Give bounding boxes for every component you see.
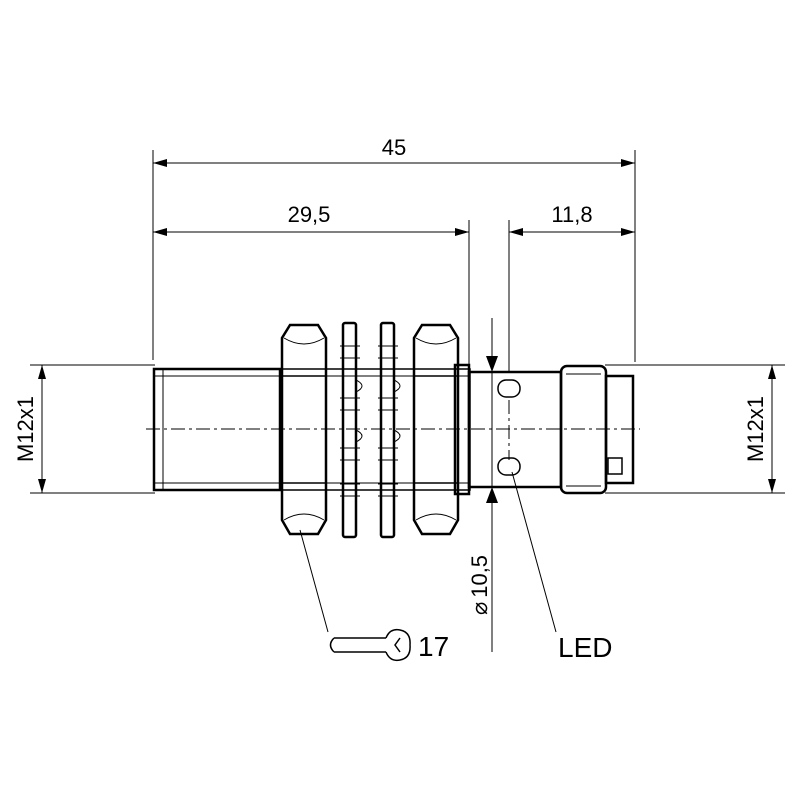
thread-length-label: 29,5 <box>288 202 331 227</box>
lock-washers <box>340 321 401 539</box>
wrench-icon <box>329 628 411 662</box>
wrench-size-label: 17 <box>418 631 449 662</box>
dimension-connector-length: 11,8 <box>509 202 635 236</box>
thread-left-label: M12x1 <box>13 396 38 462</box>
overall-length-label: 45 <box>382 135 406 160</box>
dimension-thread-length: 29,5 <box>153 202 469 236</box>
dimension-thread-right: M12x1 <box>743 365 776 493</box>
dimension-overall-length: 45 <box>153 135 635 167</box>
svg-text:⌀10,5: ⌀ 10,5 <box>467 555 492 615</box>
hex-nut-left <box>280 323 328 536</box>
diameter-symbol: ⌀ <box>467 602 492 615</box>
led-callout: LED <box>511 471 612 663</box>
dimension-thread-left: M12x1 <box>13 365 46 493</box>
hex-nut-right <box>412 323 460 536</box>
led-label: LED <box>558 632 612 663</box>
extension-lines <box>30 150 785 494</box>
connector-length-label: 11,8 <box>551 202 592 227</box>
housing-diameter-label: 10,5 <box>467 555 492 598</box>
dimension-housing-diameter: ⌀ 10,5 <box>467 318 498 652</box>
led-window-top <box>497 379 521 398</box>
wrench-size-callout: 17 <box>299 529 449 662</box>
thread-right-label: M12x1 <box>743 396 768 462</box>
led-window-bottom <box>497 457 521 476</box>
